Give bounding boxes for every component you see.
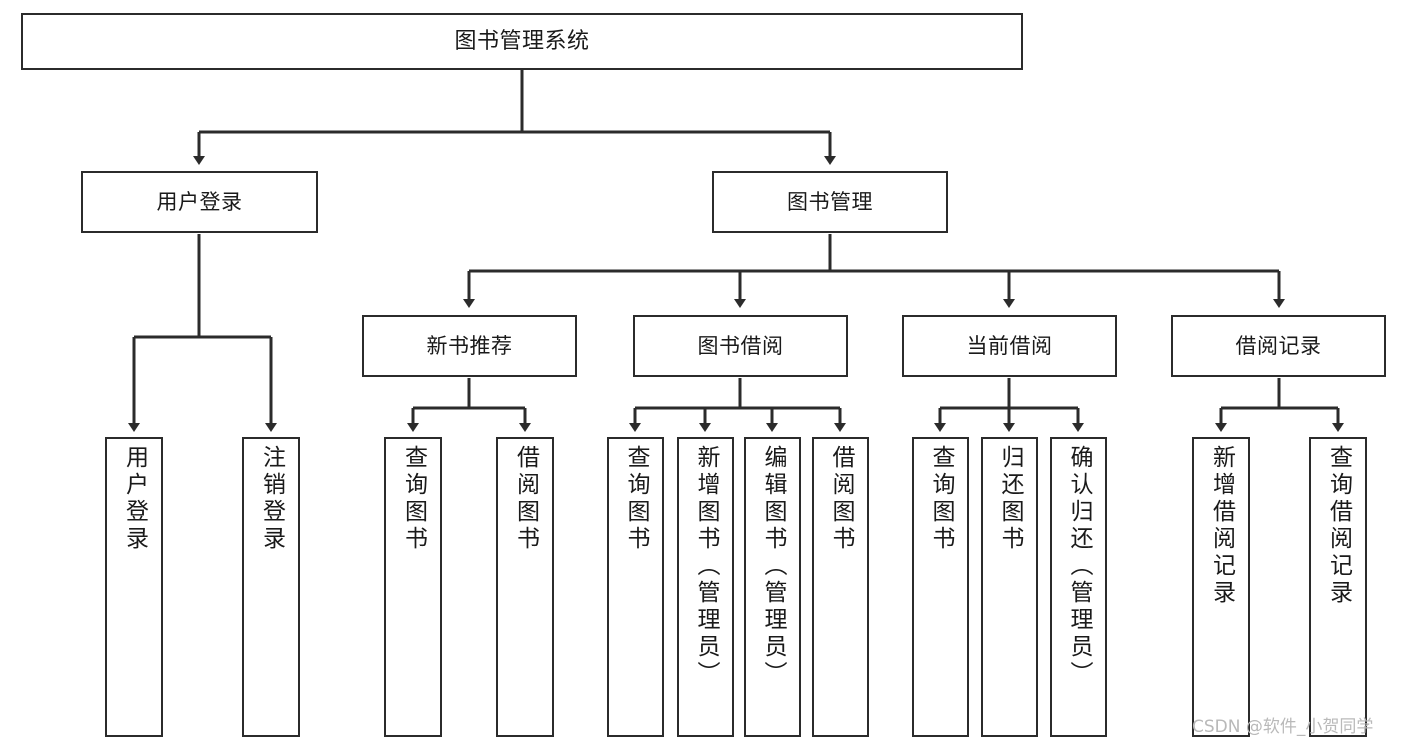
leaf-query-book-recommend[interactable]: 查询图书 <box>384 437 442 737</box>
node-label: 当前借阅 <box>966 333 1053 358</box>
node-label: 查询图书 <box>623 445 649 553</box>
node-borrow-record[interactable]: 借阅记录 <box>1171 315 1386 377</box>
leaf-add-borrow-record[interactable]: 新增借阅记录 <box>1192 437 1250 737</box>
node-label: 编辑图书（管理员） <box>760 445 786 688</box>
node-label: 注销登录 <box>258 445 285 553</box>
leaf-confirm-return-admin[interactable]: 确认归还（管理员） <box>1050 437 1107 737</box>
node-book-management[interactable]: 图书管理 <box>712 171 948 233</box>
node-label: 借阅图书 <box>828 445 854 553</box>
leaf-borrow-book-recommend[interactable]: 借阅图书 <box>496 437 554 737</box>
leaf-query-book-current[interactable]: 查询图书 <box>912 437 969 737</box>
node-current-borrow[interactable]: 当前借阅 <box>902 315 1117 377</box>
leaf-query-borrow-record[interactable]: 查询借阅记录 <box>1309 437 1367 737</box>
node-root-system[interactable]: 图书管理系统 <box>21 13 1023 70</box>
node-book-borrow[interactable]: 图书借阅 <box>633 315 848 377</box>
node-label: 查询图书 <box>928 445 954 553</box>
watermark-text: CSDN @软件_小贺同学 <box>1192 717 1374 737</box>
leaf-query-book-borrow[interactable]: 查询图书 <box>607 437 664 737</box>
leaf-logout[interactable]: 注销登录 <box>242 437 300 737</box>
node-label: 查询借阅记录 <box>1325 445 1352 607</box>
node-label: 新增图书（管理员） <box>693 445 719 688</box>
leaf-edit-book-admin[interactable]: 编辑图书（管理员） <box>744 437 801 737</box>
node-label: 用户登录 <box>121 445 148 553</box>
node-label: 新书推荐 <box>426 333 513 358</box>
leaf-add-book-admin[interactable]: 新增图书（管理员） <box>677 437 734 737</box>
leaf-borrow-book[interactable]: 借阅图书 <box>812 437 869 737</box>
node-label: 归还图书 <box>997 445 1023 553</box>
leaf-return-book[interactable]: 归还图书 <box>981 437 1038 737</box>
node-label: 图书管理 <box>787 189 873 214</box>
leaf-user-login[interactable]: 用户登录 <box>105 437 163 737</box>
node-label: 确认归还（管理员） <box>1066 445 1092 688</box>
node-new-book-recommend[interactable]: 新书推荐 <box>362 315 577 377</box>
node-label: 借阅图书 <box>512 445 539 553</box>
node-label: 借阅记录 <box>1235 333 1322 358</box>
node-label: 图书管理系统 <box>454 28 590 54</box>
node-label: 用户登录 <box>156 189 243 214</box>
node-label: 查询图书 <box>400 445 427 553</box>
node-label: 新增借阅记录 <box>1208 445 1235 607</box>
node-user-login[interactable]: 用户登录 <box>81 171 318 233</box>
node-label: 图书借阅 <box>697 333 784 358</box>
